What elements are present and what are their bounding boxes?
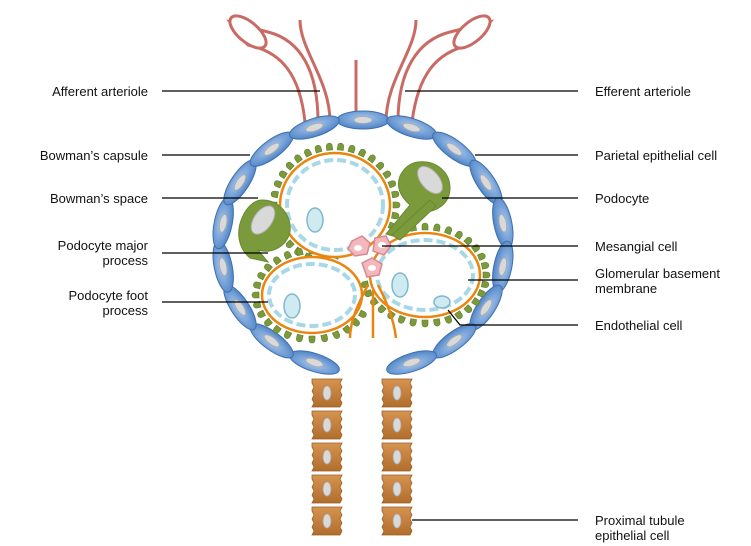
foot-process — [368, 154, 377, 163]
foot-process — [388, 180, 397, 188]
foot-process — [481, 262, 489, 269]
foot-process — [477, 252, 486, 260]
parietal-epithelial-cell — [489, 196, 517, 251]
proximal-tubule-epithelial-cell — [312, 411, 342, 439]
foot-process — [455, 311, 464, 320]
foot-process — [283, 250, 291, 259]
foot-process — [391, 212, 399, 219]
foot-process — [337, 143, 344, 151]
foot-process — [283, 331, 291, 340]
label-podocyte-foot-process: Podocyte foot process — [10, 288, 148, 318]
foot-process — [271, 191, 279, 198]
parietal-epithelial-cell — [489, 239, 517, 294]
proximal-tubule-epithelial-cell — [382, 443, 412, 471]
label-podocyte-major-process: Podocyte major process — [10, 238, 148, 268]
foot-process — [397, 315, 405, 324]
proximal-tubule-epithelial-cell — [312, 475, 342, 503]
foot-process — [314, 145, 322, 153]
proximal-tubule-epithelial-cell — [382, 379, 412, 407]
foot-process — [252, 292, 259, 298]
proximal-tubule-epithelial-cell — [382, 507, 412, 535]
foot-process — [383, 170, 392, 179]
label-mesangial-cell: Mesangial cell — [595, 239, 751, 254]
foot-process — [326, 143, 333, 151]
afferent-arteriole-shape — [225, 2, 358, 122]
label-proximal-tubule-epithelial-cell: Proximal tubule epithelial cell — [595, 513, 751, 543]
proximal-tubule — [312, 379, 412, 535]
parietal-epithelial-cell — [384, 346, 439, 379]
foot-process — [296, 334, 303, 342]
foot-process — [321, 334, 328, 342]
proximal-tubule-epithelial-cell — [312, 507, 342, 535]
label-bowmans-capsule: Bowman’s capsule — [10, 148, 148, 163]
foot-process — [303, 148, 311, 157]
label-bowmans-space: Bowman’s space — [10, 191, 148, 206]
label-efferent-arteriole: Efferent arteriole — [595, 84, 751, 99]
foot-process — [348, 145, 356, 153]
foot-process — [278, 170, 287, 179]
foot-process — [257, 271, 266, 279]
parietal-epithelial-cell — [287, 346, 342, 379]
label-endothelial-cell: Endothelial cell — [595, 318, 751, 333]
label-podocyte: Podocyte — [595, 191, 751, 206]
foot-process — [422, 320, 428, 327]
parietal-epithelial-cell — [337, 111, 389, 129]
proximal-tubule-epithelial-cell — [382, 411, 412, 439]
foot-process — [444, 226, 452, 235]
foot-process — [483, 272, 490, 278]
foot-process — [433, 223, 440, 231]
parietal-epithelial-cell — [209, 196, 237, 251]
proximal-tubule-epithelial-cell — [382, 475, 412, 503]
foot-process — [293, 154, 302, 163]
proximal-tubule-epithelial-cell — [312, 379, 342, 407]
foot-process — [376, 161, 385, 170]
label-afferent-arteriole: Afferent arteriole — [10, 84, 148, 99]
foot-process — [481, 281, 489, 288]
foot-process — [285, 161, 294, 170]
glomerular-tuft — [239, 143, 490, 343]
foot-process — [358, 310, 367, 318]
foot-process — [464, 236, 473, 245]
podocyte-right — [386, 162, 450, 240]
foot-process — [444, 315, 452, 324]
foot-process — [409, 319, 416, 327]
foot-process — [472, 244, 481, 253]
foot-process — [358, 148, 366, 157]
foot-process — [273, 180, 282, 188]
foot-process — [377, 305, 386, 314]
foot-process — [433, 319, 440, 327]
proximal-tubule-epithelial-cell — [312, 443, 342, 471]
parietal-epithelial-cell — [209, 239, 237, 294]
foot-process — [263, 263, 272, 272]
foot-process — [332, 331, 340, 340]
foot-process — [393, 202, 400, 208]
foot-process — [253, 281, 261, 288]
label-glomerular-basement-membrane: Glomerular basement membrane — [595, 266, 751, 296]
foot-process — [296, 248, 303, 256]
label-parietal-epithelial-cell: Parietal epithelial cell — [595, 148, 751, 163]
leader-lines — [162, 91, 578, 520]
foot-process — [455, 230, 464, 239]
foot-process — [309, 336, 315, 343]
foot-process — [464, 305, 473, 314]
foot-process — [272, 256, 281, 265]
foot-process — [257, 310, 266, 318]
efferent-arteriole-shape — [398, 10, 495, 122]
foot-process — [391, 191, 399, 198]
foot-process — [422, 223, 428, 230]
